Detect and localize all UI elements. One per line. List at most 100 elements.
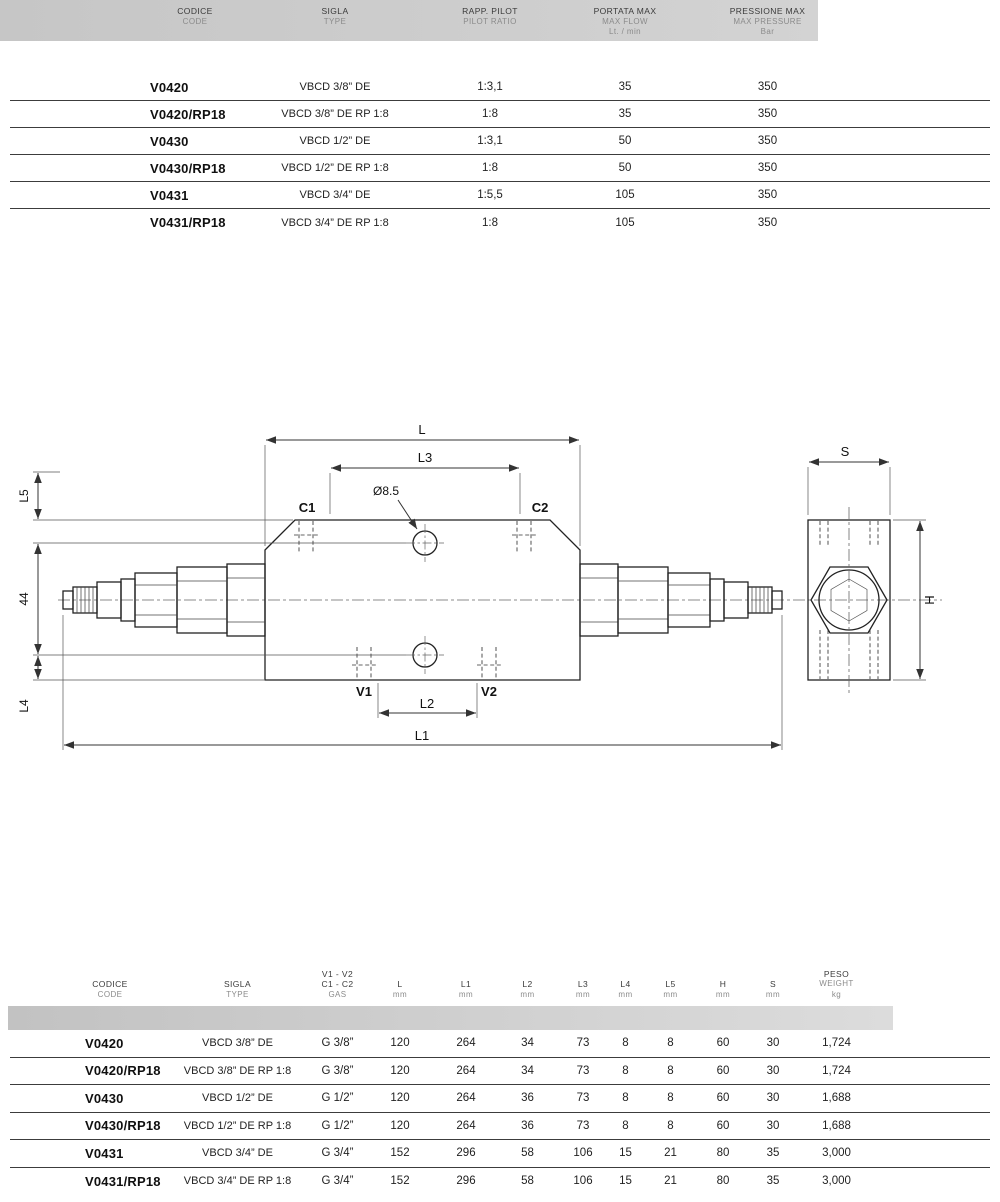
- cell-S: 30: [766, 1092, 780, 1105]
- header-line: kg: [831, 989, 842, 999]
- col-header-codice: CODICE CODE: [110, 0, 280, 41]
- table-row: V0431 VBCD 3/4” DE G 3/4” 152 296 58 106…: [10, 1140, 990, 1168]
- table-row: V0420 VBCD 3/8” DE 1:3,1 35 350: [10, 74, 990, 101]
- col-header-H: H mm: [698, 946, 748, 1006]
- dim-label-H: H: [922, 595, 937, 604]
- cell-L5: 8: [667, 1064, 674, 1077]
- header-line: PORTATA MAX: [593, 6, 657, 16]
- cell-pilot-ratio: 1:8: [482, 108, 498, 120]
- header-line: TYPE: [323, 16, 347, 26]
- dim-label-L1: L1: [415, 728, 429, 743]
- cell-L2: 36: [521, 1092, 534, 1105]
- header-line: C1 - C2: [321, 979, 354, 989]
- specs-table-header: CODICE CODE SIGLA TYPE RAPP. PILOT PILOT…: [0, 0, 990, 41]
- technical-drawing: L L3 Ø8.5 C1 C2 V1 V2 L5 44 L4 L2: [17, 422, 942, 750]
- cell-L1: 264: [456, 1092, 476, 1105]
- port-v1-hidden-lines: [352, 647, 376, 679]
- header-line: CODICE: [92, 979, 128, 989]
- header-line: H: [719, 979, 727, 989]
- cell-weight: 1,688: [822, 1119, 851, 1132]
- cell-code: V0431: [85, 1145, 124, 1161]
- dimensions-table-header: CODICE CODE SIGLA TYPE V1 - V2 C1 - C2 G…: [10, 946, 990, 1006]
- col-header-sigla: SIGLA TYPE: [280, 0, 390, 41]
- cell-L5: 21: [664, 1147, 677, 1160]
- dimensions: L L3 Ø8.5 C1 C2 V1 V2 L5 44 L4 L2: [17, 422, 937, 750]
- cell-max-pressure: 350: [757, 216, 778, 229]
- port-c2-hidden-lines: [512, 521, 536, 553]
- cell-weight: 1,688: [822, 1092, 851, 1105]
- cell-S: 35: [766, 1147, 780, 1160]
- table-row: V0430/RP18 VBCD 1/2” DE RP 1:8 G 1/2” 12…: [10, 1113, 990, 1140]
- cell-H: 80: [716, 1147, 730, 1160]
- cell-L1: 296: [456, 1147, 476, 1160]
- cell-gas: G 1/2”: [321, 1119, 354, 1132]
- cell-L2: 58: [521, 1147, 534, 1160]
- cell-L4: 8: [622, 1037, 629, 1050]
- dimensions-table: CODICE CODE SIGLA TYPE V1 - V2 C1 - C2 G…: [8, 946, 990, 1196]
- table-row: V0431/RP18 VBCD 3/4” DE RP 1:8 G 3/4” 15…: [10, 1168, 990, 1196]
- header-line: L2: [522, 979, 533, 989]
- cell-gas: G 3/4”: [321, 1175, 354, 1188]
- header-line: L5: [665, 979, 676, 989]
- cell-H: 60: [716, 1037, 730, 1050]
- cell-L2: 58: [521, 1175, 534, 1188]
- cell-gas: G 3/4”: [321, 1147, 354, 1160]
- header-band: [0, 0, 818, 41]
- port-label-V1: V1: [356, 684, 372, 699]
- header-line: MAX PRESSURE: [733, 16, 802, 26]
- cell-H: 60: [716, 1064, 730, 1077]
- col-header-L3: L3 mm: [558, 946, 608, 1006]
- cell-L3: 73: [576, 1092, 590, 1105]
- cell-type: VBCD 1/2” DE RP 1:8: [183, 1119, 292, 1132]
- cell-pilot-ratio: 1:8: [482, 162, 498, 174]
- table-row: V0431 VBCD 3/4” DE 1:5,5 105 350: [10, 182, 990, 209]
- valve-body: [264, 519, 581, 681]
- header-line: WEIGHT: [819, 979, 854, 988]
- table-row: V0430/RP18 VBCD 1/2” DE RP 1:8 1:8 50 35…: [10, 155, 990, 182]
- header-line: mm: [715, 989, 731, 999]
- cell-S: 30: [766, 1064, 780, 1077]
- cell-type: VBCD 3/4” DE RP 1:8: [183, 1175, 292, 1188]
- cell-L4: 15: [619, 1175, 632, 1188]
- header-line: S: [769, 979, 777, 989]
- dim-label-L3: L3: [418, 450, 432, 465]
- header-line: L1: [460, 979, 472, 989]
- cell-S: 35: [766, 1175, 780, 1188]
- header-line: mm: [458, 989, 474, 999]
- cell-L: 120: [390, 1037, 410, 1050]
- header-line: mm: [618, 989, 633, 999]
- cell-L3: 73: [576, 1119, 590, 1132]
- cell-max-flow: 105: [615, 189, 635, 201]
- col-header-L5: L5 mm: [643, 946, 698, 1006]
- col-header-codice: CODICE CODE: [55, 946, 165, 1006]
- col-header-L1: L1 mm: [435, 946, 497, 1006]
- cell-H: 60: [716, 1092, 730, 1105]
- header-line: mm: [765, 989, 781, 999]
- header-line: mm: [575, 989, 591, 999]
- port-v2-hidden-lines: [477, 647, 501, 679]
- header-line: PRESSIONE MAX: [729, 6, 806, 16]
- header-line: mm: [520, 989, 535, 999]
- spacer: [10, 0, 110, 41]
- cell-L: 120: [390, 1092, 410, 1105]
- header-line: SIGLA: [223, 979, 252, 989]
- cell-max-pressure: 350: [757, 135, 778, 147]
- cell-L3: 106: [573, 1147, 593, 1160]
- end-view-hidden-lines: [819, 521, 879, 679]
- cell-max-pressure: 350: [757, 81, 778, 93]
- port-label-C2: C2: [532, 500, 549, 515]
- cell-code: V0420/RP18: [85, 1063, 161, 1079]
- col-header-L: L mm: [365, 946, 435, 1006]
- cell-L5: 8: [667, 1119, 674, 1132]
- header-line: SIGLA: [321, 6, 349, 16]
- cell-weight: 3,000: [822, 1147, 851, 1160]
- header-line: V1 - V2: [321, 968, 354, 979]
- header-line: GAS: [328, 989, 347, 999]
- cell-max-flow: 105: [615, 216, 635, 229]
- col-header-L4: L4 mm: [608, 946, 643, 1006]
- cell-gas: G 3/8”: [321, 1037, 354, 1050]
- table-row: V0420 VBCD 3/8” DE G 3/8” 120 264 34 73 …: [10, 1030, 990, 1058]
- cell-L3: 73: [576, 1037, 590, 1050]
- header-line: MAX FLOW: [602, 16, 648, 26]
- col-header-L2: L2 mm: [497, 946, 558, 1006]
